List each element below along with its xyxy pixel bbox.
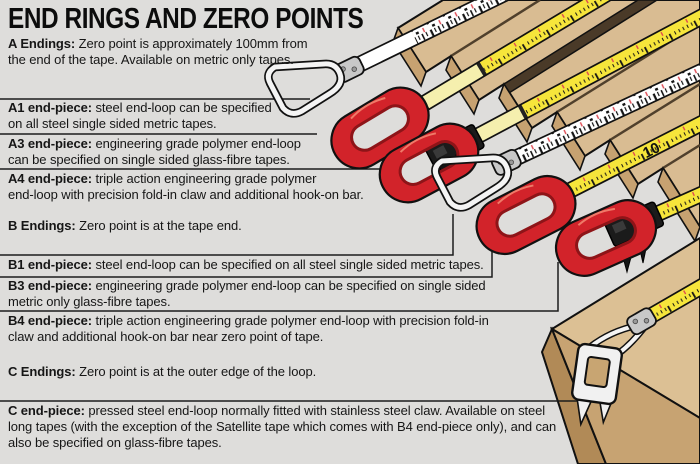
section-label: B Endings:	[8, 218, 76, 233]
section-b1-end-piece: B1 end-piece: steel end-loop can be spec…	[8, 257, 484, 273]
tape-a4-yellow	[378, 0, 700, 204]
section-label: C Endings:	[8, 364, 76, 379]
tape-b4-yellow	[555, 128, 700, 277]
section-text: engineering grade polymer end-loop can b…	[8, 278, 486, 309]
section-text: Zero point is at the outer edge of the l…	[75, 364, 317, 379]
section-text: Zero point is at the tape end.	[75, 218, 242, 233]
section-b3-end-piece: B3 end-piece: engineering grade polymer …	[8, 278, 486, 310]
section-b4-end-piece: B4 end-piece: triple action engineering …	[8, 313, 489, 345]
section-label: B3 end-piece:	[8, 278, 92, 293]
tape-b3-yellow: 10	[475, 48, 700, 255]
leader-line-b3	[0, 246, 493, 278]
section-a-endings: A Endings: Zero point is approximately 1…	[8, 36, 308, 68]
end-loop-a1-steel	[268, 64, 341, 113]
section-label: B1 end-piece:	[8, 257, 92, 272]
tape-a3-yellow	[330, 0, 700, 170]
section-label: C end-piece:	[8, 403, 85, 418]
section-text: engineering grade polymer end-loop can b…	[8, 136, 301, 167]
end-loop-b3-red	[475, 175, 577, 255]
ferrule-c	[626, 307, 657, 336]
tape-c-yellow	[571, 243, 700, 428]
section-a4-end-piece: A4 end-piece: triple action engineering …	[8, 171, 364, 203]
section-text: steel end-loop can be specified on all s…	[8, 100, 272, 131]
end-loop-b4-red	[555, 199, 657, 277]
end-loop-c-steel-claw	[571, 342, 623, 428]
section-label: A3 end-piece:	[8, 136, 92, 151]
end-loop-a3-red	[330, 86, 430, 170]
board-seam	[450, 0, 541, 58]
board-seam	[662, 143, 700, 170]
section-label: B4 end-piece:	[8, 313, 92, 328]
section-b-endings: B Endings: Zero point is at the tape end…	[8, 218, 242, 234]
leader-line-b4	[0, 262, 559, 312]
section-text: Zero point is approximately 100mm from t…	[8, 36, 308, 67]
board-seam	[609, 82, 700, 142]
section-c-end-piece: C end-piece: pressed steel end-loop norm…	[8, 403, 556, 451]
leader-line-c	[0, 378, 581, 402]
section-text: steel end-loop can be specified on all s…	[91, 257, 484, 272]
section-label: A4 end-piece:	[8, 171, 92, 186]
section-text: triple action engineering grade polymer …	[8, 313, 489, 344]
end-loop-a4-red	[378, 122, 480, 204]
section-label: A Endings:	[8, 36, 76, 51]
page-title: END RINGS AND ZERO POINTS	[8, 3, 364, 35]
tape-a1-white	[268, 0, 698, 113]
tape-number: 10	[640, 139, 663, 162]
section-label: A1 end-piece:	[8, 100, 92, 115]
section-c-endings: C Endings: Zero point is at the outer ed…	[8, 364, 316, 380]
section-text: pressed steel end-loop normally fitted w…	[8, 403, 557, 450]
tape-b1-white	[435, 15, 700, 207]
section-text: triple action engineering grade polymer …	[8, 171, 364, 202]
section-a3-end-piece: A3 end-piece: engineering grade polymer …	[8, 136, 301, 168]
leader-line-b1	[0, 214, 454, 256]
section-a1-end-piece: A1 end-piece: steel end-loop can be spec…	[8, 100, 272, 132]
